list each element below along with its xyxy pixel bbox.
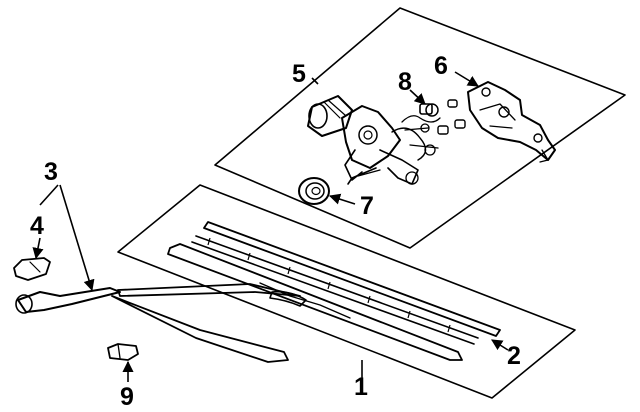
callout-7: 7 (360, 192, 374, 220)
callout-4: 4 (30, 212, 44, 240)
callout-5: 5 (292, 60, 306, 88)
callout-labels: 1 2 3 4 5 6 7 8 9 (30, 52, 521, 411)
wiper-blade (167, 221, 501, 361)
callout-1: 1 (354, 373, 368, 401)
wiper-motor (307, 95, 441, 185)
leader-lines (32, 71, 509, 382)
bolt-and-washer (419, 99, 466, 135)
wiper-arm (15, 283, 301, 363)
washer-nozzle (107, 343, 139, 361)
arm-cap (13, 257, 51, 281)
grommet (298, 177, 330, 205)
callout-8: 8 (398, 68, 412, 96)
callout-6: 6 (434, 52, 448, 80)
blade-panel (117, 184, 576, 399)
callout-9: 9 (120, 383, 134, 411)
callout-2: 2 (507, 342, 521, 370)
motor-bracket (467, 81, 556, 163)
motor-assembly-panel (214, 7, 626, 249)
callout-3: 3 (44, 158, 58, 186)
